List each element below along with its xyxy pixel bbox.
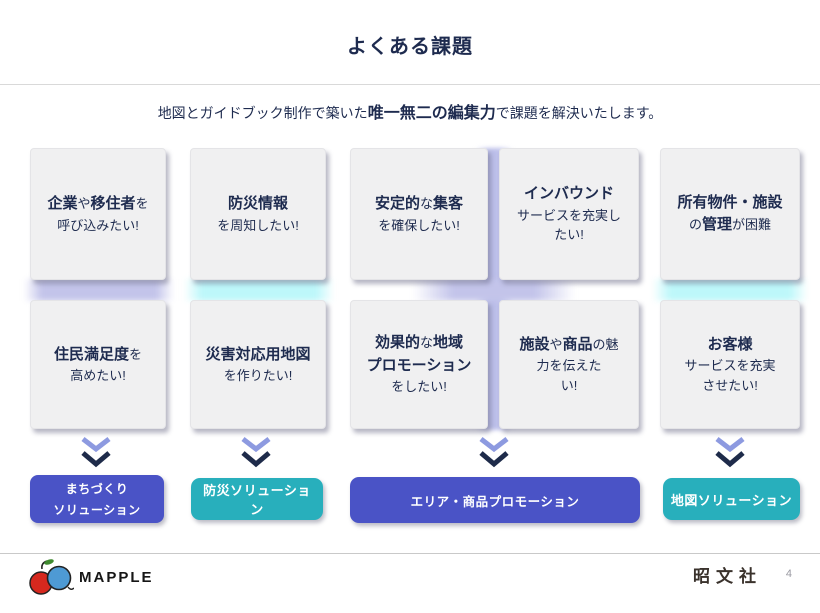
challenge-card-property-management: 所有物件・施設の管理が困難 [660, 148, 800, 280]
down-chevrons-icon [478, 436, 510, 469]
subtitle: 地図とガイドブック制作で築いた唯一無二の編集力で課題を解決いたします。 [157, 105, 663, 122]
challenge-card-customer-service: お客様サービスを充実させたい! [660, 300, 800, 429]
challenge-card-product-appeal: 施設や商品の魅力を伝えたい! [499, 300, 639, 429]
mapple-logo-text: MAPPLE [79, 568, 154, 586]
solution-button-bousai[interactable]: 防災ソリューション [191, 478, 323, 520]
glow-band-cyan [652, 279, 808, 301]
glow-band-cyan [184, 279, 334, 301]
down-chevrons-icon [240, 436, 272, 469]
mapple-logo: MAPPLE [28, 557, 154, 597]
company-name: 昭文社 [693, 567, 762, 586]
glow-band-lavender [413, 279, 575, 301]
solution-button-area-product-promotion[interactable]: エリア・商品プロモーション [350, 477, 640, 523]
glow-band-lavender [24, 279, 174, 301]
solution-button-machizukuri[interactable]: まちづくりソリューション [30, 475, 164, 523]
challenge-card-stable-customers: 安定的な集客を確保したい! [350, 148, 488, 280]
challenge-card-resident-satisfaction: 住民満足度を高めたい! [30, 300, 166, 429]
page-number: 4 [785, 568, 792, 580]
challenge-card-attract-companies: 企業や移住者を呼び込みたい! [30, 148, 166, 280]
challenge-card-disaster-map: 災害対応用地図を作りたい! [190, 300, 326, 429]
footer-divider [0, 553, 820, 554]
down-chevrons-icon [80, 436, 112, 469]
down-chevrons-icon [714, 436, 746, 469]
solution-button-map[interactable]: 地図ソリューション [663, 478, 800, 520]
mapple-apple-globe-icon [29, 559, 74, 595]
header-divider [0, 84, 820, 85]
challenge-card-inbound-service: インバウンドサービスを充実したい! [499, 148, 639, 280]
challenge-card-disaster-info: 防災情報を周知したい! [190, 148, 326, 280]
challenge-card-regional-promotion: 効果的な地域プロモーションをしたい! [350, 300, 488, 429]
page-title: よくある課題 [347, 36, 473, 58]
